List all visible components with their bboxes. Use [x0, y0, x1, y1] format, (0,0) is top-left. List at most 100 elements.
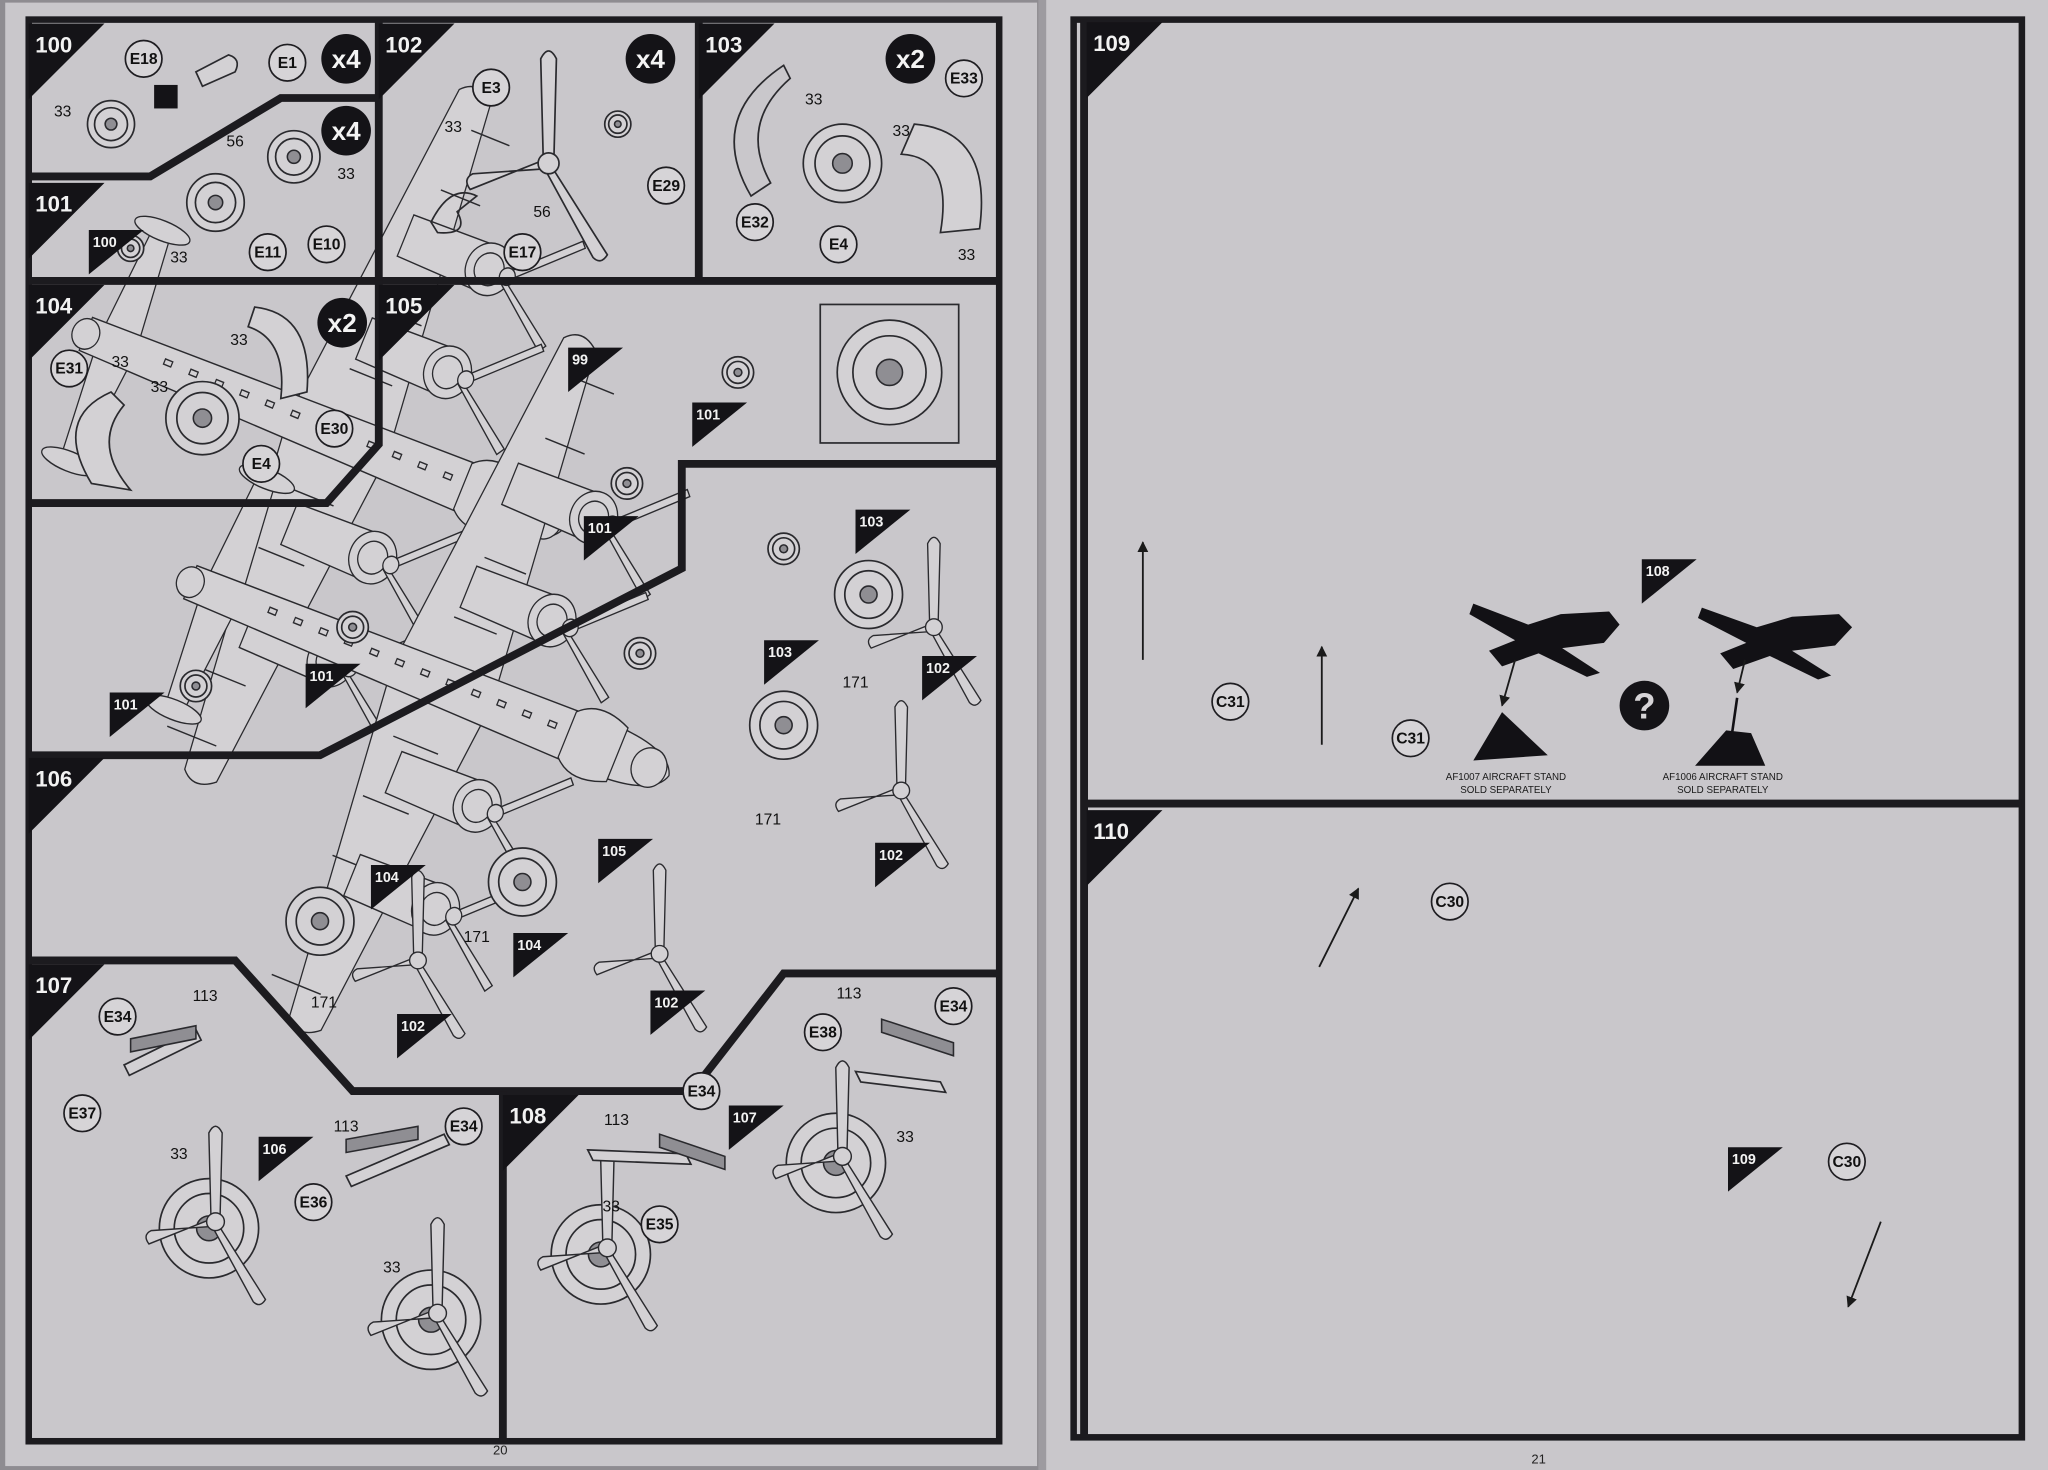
part-callout-label: C30 [1435, 894, 1464, 911]
part-callout: E4 [242, 444, 281, 484]
radial-engine-icon-2 [610, 466, 644, 500]
exhaust-part-33-icon-2 [586, 1148, 693, 1166]
page-number-right: 21 [1531, 1451, 1546, 1466]
exhaust-stack-113-icon-0 [129, 1024, 197, 1053]
part-number-label: 33 [958, 247, 976, 264]
part-callout: E36 [294, 1182, 333, 1222]
step-reference-label: 106 [263, 1142, 287, 1158]
page-right [1044, 0, 2048, 1470]
propeller-closeup-icon-2 [537, 1151, 659, 1332]
step-reference-flag: 109 [1728, 1147, 1783, 1192]
step-reference-label: 102 [879, 848, 903, 864]
step-reference-label: 103 [768, 645, 792, 661]
step-reference-flag: 102 [397, 1013, 452, 1059]
spinner-e17-icon [430, 191, 479, 234]
assembly-arrow [1318, 887, 1360, 968]
stand-base-icon [1695, 697, 1766, 766]
stand-base-icon [1473, 712, 1548, 761]
part-callout-label: E29 [652, 178, 680, 195]
part-callout-label: E34 [940, 998, 968, 1015]
part-callout: E29 [646, 166, 686, 205]
stand-af1007: AF1007 AIRCRAFT STAND SOLD SEPARATELY [1446, 603, 1620, 796]
bomber-silhouette-icon [1469, 603, 1620, 677]
stand-af1007-note: SOLD SEPARATELY [1460, 785, 1552, 796]
part-callout: E34 [934, 986, 973, 1026]
step-number-label: 106 [35, 767, 72, 792]
step-reference-label: 107 [733, 1110, 757, 1126]
propeller-closeup-icon-0 [145, 1125, 267, 1306]
part-callout-label: E4 [252, 456, 271, 473]
part-callout-label: E34 [104, 1009, 132, 1026]
step-number-label: 107 [35, 973, 72, 998]
cowling-ring-icon-1 [748, 690, 819, 761]
step-reference-label: 101 [588, 521, 612, 537]
cowling-ring-icon-0 [833, 559, 904, 630]
part-number-label: 33 [603, 1198, 621, 1215]
part-callout: C30 [1827, 1142, 1866, 1181]
quantity-badge: x4 [321, 33, 371, 84]
part-callout: E18 [124, 39, 163, 78]
step-number-step103: 103 [698, 23, 775, 100]
part-number-label: 33 [54, 103, 72, 120]
part-callout-label: E4 [829, 237, 848, 254]
exhaust-stack-113-icon-2 [658, 1133, 726, 1171]
part-number-label: 33 [383, 1260, 401, 1277]
part-callout: E10 [307, 225, 346, 264]
square-marker-icon [154, 84, 178, 109]
step-reference-label: 108 [1646, 564, 1670, 580]
step-reference-flag: 107 [728, 1105, 784, 1150]
part-callout: C30 [1430, 882, 1469, 921]
step-reference-flag: 102 [650, 990, 706, 1035]
propeller-closeup-icon-3 [772, 1060, 894, 1240]
assembly-arrow [1846, 1221, 1882, 1308]
step-reference-flag: 102 [875, 842, 930, 888]
step-number-step102: 102 [378, 23, 455, 100]
part-callout-label: C30 [1832, 1154, 1861, 1171]
part-callout-label: E33 [950, 71, 978, 88]
part-callout: E35 [640, 1205, 679, 1244]
step-number-step101: 101 [28, 182, 105, 259]
part-callout-label: E38 [809, 1024, 837, 1041]
part-number-label: 33 [111, 354, 129, 371]
part-number-label: 171 [755, 812, 781, 829]
stand-af1006-code: AF1006 AIRCRAFT STAND [1663, 772, 1783, 783]
cowling-front-e4-step104-icon [165, 380, 240, 456]
step-reference-label: 101 [114, 698, 138, 714]
part-callout-label: E37 [68, 1106, 96, 1123]
step-number-label: 108 [509, 1104, 546, 1129]
cowling-ring-icon-2 [487, 847, 558, 917]
quantity-label: x2 [896, 44, 925, 74]
part-number-label: 171 [311, 994, 337, 1011]
radial-engine-e11-icon [185, 172, 246, 233]
part-number-label: 171 [464, 929, 490, 946]
step-number-label: 100 [35, 32, 72, 57]
step-reference-label: 101 [310, 669, 334, 685]
propeller-closeup-icon-1 [367, 1216, 489, 1397]
part-callout: E30 [315, 409, 354, 448]
part-callout: E4 [819, 225, 858, 264]
part-number-label: 33 [896, 1129, 914, 1146]
part-number-label: 33 [170, 250, 188, 267]
part-callout: E17 [503, 233, 542, 272]
part-callout: E11 [248, 233, 287, 272]
part-number-label: 171 [842, 674, 868, 691]
part-callout-label: E34 [687, 1083, 715, 1100]
part-callout-label: E32 [741, 214, 769, 231]
part-number-label: 33 [893, 123, 911, 140]
step-number-label: 105 [385, 294, 422, 319]
step-reference-flag: 100 [88, 229, 144, 275]
part-callout-label: C31 [1216, 694, 1245, 711]
part-callout: C31 [1211, 682, 1250, 721]
radial-engine-e10-icon [266, 129, 321, 184]
step-reference-label: 102 [654, 995, 678, 1011]
part-callout-label: E35 [646, 1217, 674, 1234]
cowling-ring-icon-3 [285, 886, 355, 957]
step-reference-label: 101 [696, 407, 720, 423]
part-callout: E34 [444, 1107, 483, 1146]
quantity-label: x4 [332, 116, 362, 146]
wheel-hub-e18-icon [86, 99, 136, 149]
quantity-badge: x2 [885, 33, 936, 84]
stand-af1007-code: AF1007 AIRCRAFT STAND [1446, 772, 1566, 783]
quantity-badge: x2 [317, 297, 368, 348]
